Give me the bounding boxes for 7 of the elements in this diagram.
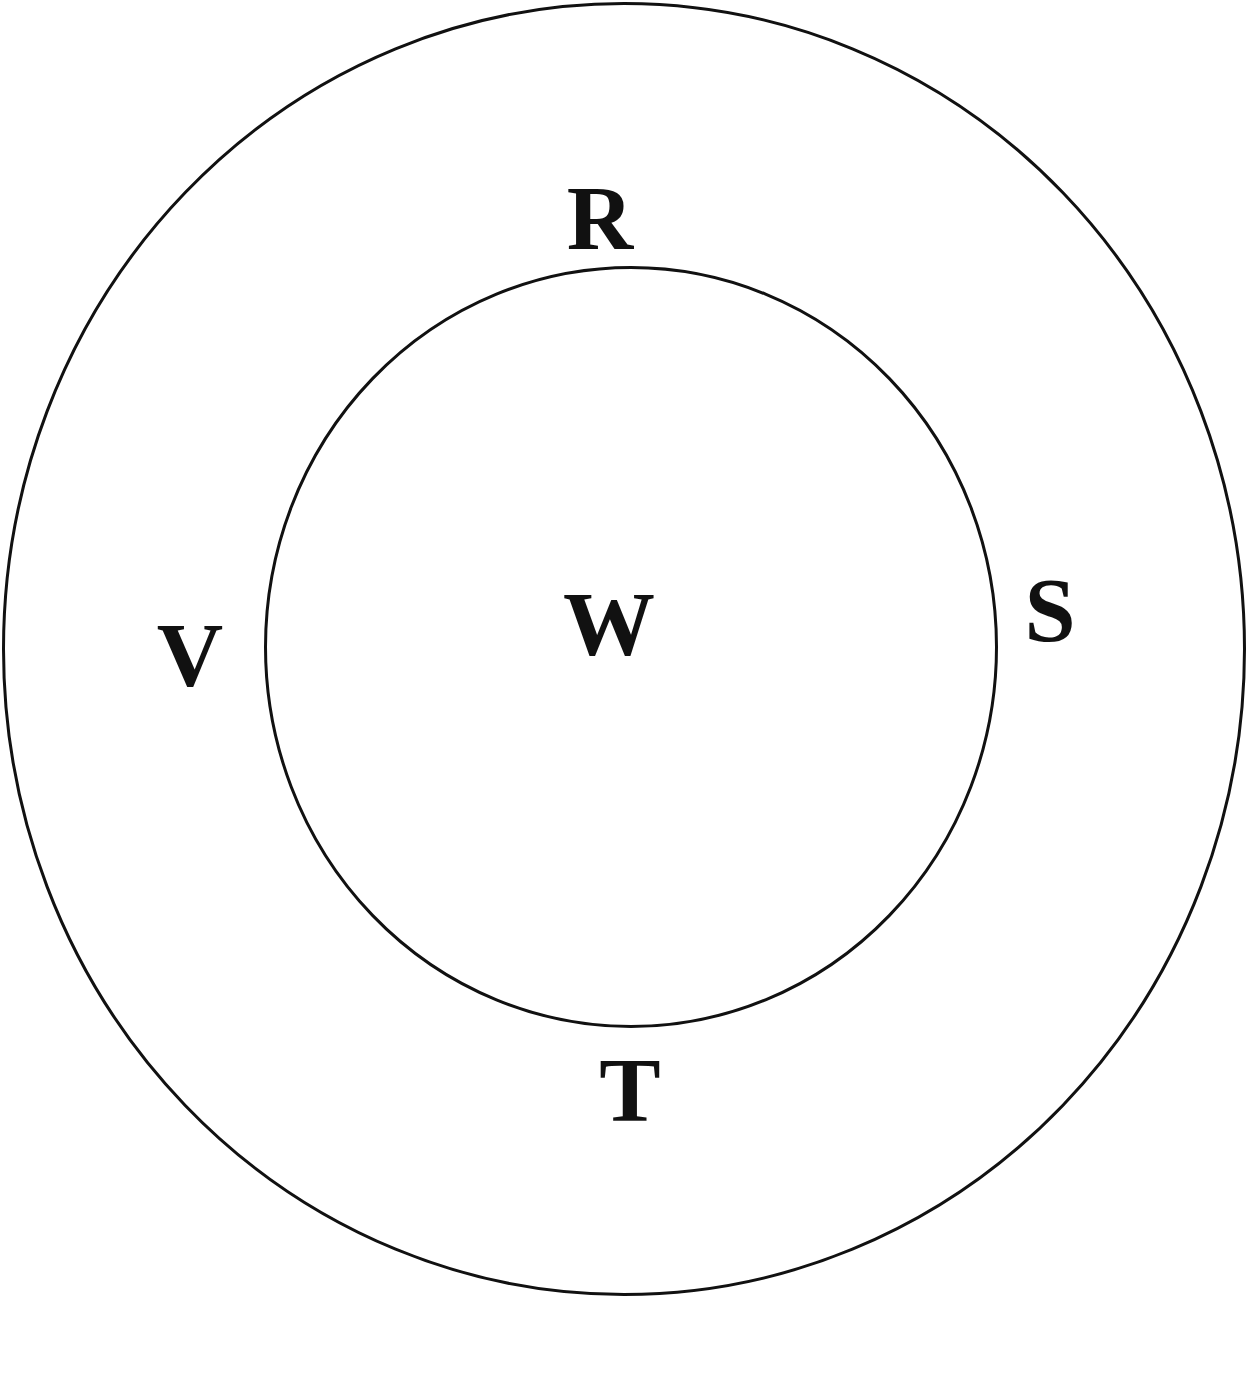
outer-circle — [2, 2, 1246, 1296]
point-label: T — [599, 1044, 661, 1136]
point-label: R — [566, 172, 634, 264]
point-label: W — [562, 578, 655, 671]
inner-circle — [264, 266, 998, 1028]
point-label: S — [1024, 564, 1076, 656]
point-label: V — [156, 609, 224, 701]
